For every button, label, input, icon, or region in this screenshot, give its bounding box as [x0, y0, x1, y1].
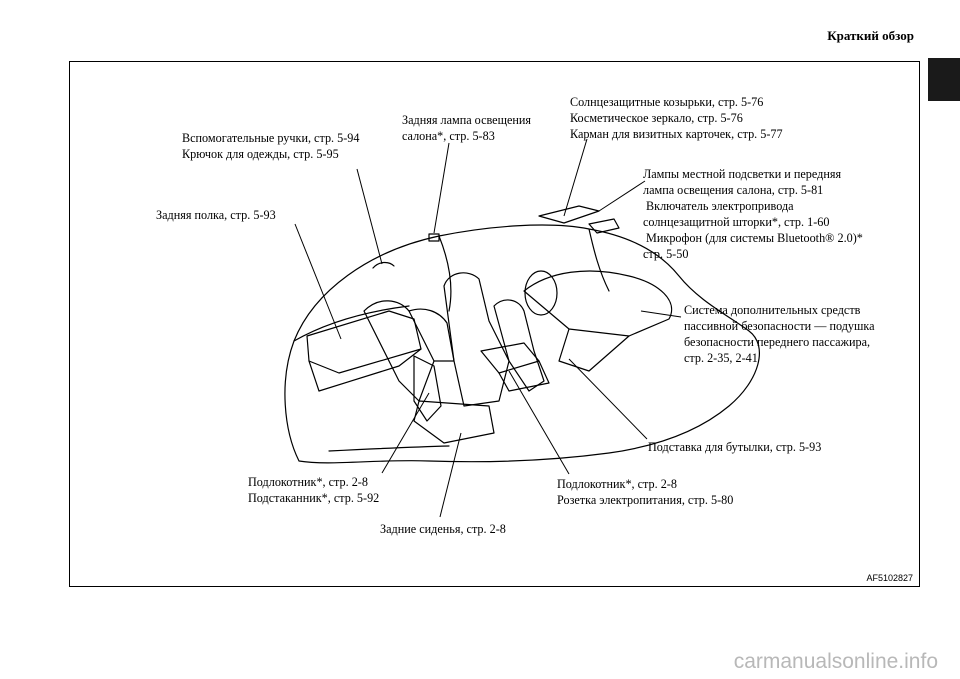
rear-shelf-shape	[306, 310, 422, 374]
figure-id: AF5102827	[866, 573, 913, 583]
leader-line-front-armrest	[508, 370, 570, 475]
leader-line-rear-seats	[439, 432, 462, 518]
callout-line: Задняя полка, стр. 5-93	[156, 208, 276, 222]
callout-line: Карман для визитных карточек, стр. 5-77	[570, 127, 783, 141]
car-interior-illustration	[284, 138, 760, 518]
callout-line: лампа освещения салона, стр. 5-81	[643, 183, 824, 197]
callout-line: Розетка электропитания, стр. 5-80	[557, 493, 734, 507]
callout-line: пассивной безопасности — подушка	[684, 319, 875, 333]
callout-rear-armrest: Подлокотник*, стр. 2-8 Подстаканник*, ст…	[248, 474, 379, 506]
callout-line: салона*, стр. 5-83	[402, 129, 495, 143]
callout-line: Подставка для бутылки, стр. 5-93	[648, 440, 822, 454]
page-header-title: Краткий обзор	[827, 28, 914, 43]
callout-line: Вспомогательные ручки, стр. 5-94	[182, 131, 360, 145]
section-tab-marker	[928, 58, 960, 101]
callout-front-armrest: Подлокотник*, стр. 2-8 Розетка электропи…	[557, 476, 733, 508]
callout-rear-seats: Задние сиденья, стр. 2-8	[380, 521, 506, 537]
callout-line: Микрофон (для системы Bluetooth® 2.0)*	[643, 231, 863, 245]
leader-line-map-lamps	[598, 180, 646, 212]
car-body-outline	[284, 224, 760, 464]
callout-line: Включатель электропривода	[643, 199, 794, 213]
callout-rear-shelf: Задняя полка, стр. 5-93	[156, 207, 276, 223]
rear-seat-shape	[363, 300, 435, 402]
callout-line: стр. 5-50	[643, 247, 689, 261]
callout-rear-room-lamp: Задняя лампа освещения салона*, стр. 5-8…	[402, 112, 531, 144]
leader-line-rear-room-lamp	[433, 142, 450, 234]
leader-line-sun-visors	[563, 138, 588, 217]
sun-visor-shape	[538, 205, 600, 224]
callout-line: Задняя лампа освещения	[402, 113, 532, 127]
figure-frame: AF5102827	[69, 61, 920, 587]
callout-line: Солнцезащитные козырьки, стр. 5-76	[570, 95, 764, 109]
callout-line: Косметическое зеркало, стр. 5-76	[570, 111, 743, 125]
callout-line: Лампы местной подсветки и передняя	[643, 167, 842, 181]
callout-line: безопасности переднего пассажира,	[684, 335, 871, 349]
rear-seat-cushion	[413, 400, 495, 444]
front-seat-left	[443, 272, 510, 407]
callout-line: Подлокотник*, стр. 2-8	[248, 475, 368, 489]
leader-line-airbag	[640, 310, 682, 318]
watermark-text: carmanualsonline.info	[733, 650, 938, 673]
callout-map-lamps: Лампы местной подсветки и передняя лампа…	[643, 166, 863, 262]
callout-line: Подлокотник*, стр. 2-8	[557, 477, 677, 491]
callout-line: солнцезащитной шторки*, стр. 1-60	[643, 215, 830, 229]
callout-line: Задние сиденья, стр. 2-8	[380, 522, 506, 536]
callout-line: Подстаканник*, стр. 5-92	[248, 491, 380, 505]
leader-line-rear-shelf	[294, 223, 342, 340]
center-console	[480, 342, 540, 374]
rear-room-lamp-shape	[428, 233, 440, 242]
dashboard	[523, 270, 673, 337]
leader-line-rear-armrest	[381, 392, 430, 474]
callout-assist-grips: Вспомогательные ручки, стр. 5-94 Крючок …	[182, 130, 359, 162]
rear-armrest-shape	[413, 355, 442, 422]
callout-line: Система дополнительных средств	[684, 303, 861, 317]
callout-line: Крючок для одежды, стр. 5-95	[182, 147, 339, 161]
callout-airbag: Система дополнительных средств пассивной…	[684, 302, 875, 366]
leader-line-assist-grips	[356, 168, 383, 265]
callout-bottle-holder: Подставка для бутылки, стр. 5-93	[648, 439, 821, 455]
assist-grip-shape	[372, 261, 395, 269]
callout-line: стр. 2-35, 2-41	[684, 351, 758, 365]
callout-sun-visors: Солнцезащитные козырьки, стр. 5-76 Косме…	[570, 94, 783, 142]
leader-line-bottle-holder	[568, 358, 648, 440]
